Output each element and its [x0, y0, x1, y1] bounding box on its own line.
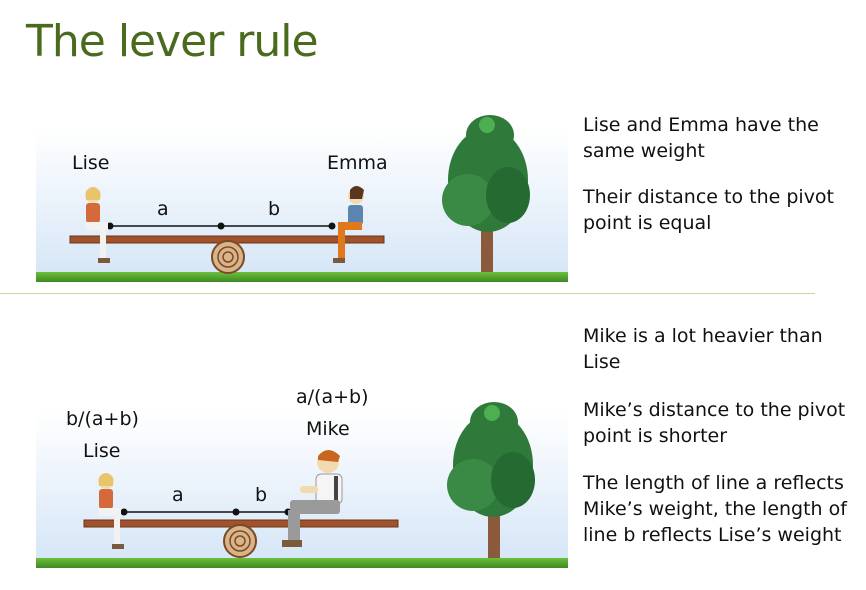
- grass-strip: [36, 558, 568, 568]
- panel2-text-1: Mike is a lot heavier than Lise: [583, 325, 823, 373]
- label-segment-a: a: [157, 198, 169, 220]
- point-left: [106, 222, 114, 230]
- point-pivot: [232, 508, 240, 516]
- mike-figure: [282, 450, 343, 547]
- pivot-log: [211, 240, 245, 274]
- label-mike: Mike: [306, 418, 350, 440]
- panel2-text-2: Mike’s distance to the pivot point is sh…: [583, 399, 846, 447]
- label-emma: Emma: [327, 152, 388, 174]
- page-title: The lever rule: [26, 16, 319, 67]
- emma-figure: [333, 186, 364, 263]
- lise-figure: [98, 473, 124, 549]
- grass-strip: [36, 272, 568, 282]
- label-lise: Lise: [83, 440, 121, 462]
- point-right: [328, 222, 336, 230]
- label-segment-b: b: [255, 484, 268, 506]
- tree-illustration: [447, 402, 535, 558]
- panel1-text-2: Their distance to the pivot point is equ…: [583, 186, 835, 234]
- point-pivot: [217, 222, 225, 230]
- point-left: [120, 508, 128, 516]
- label-lise-fraction: b/(a+b): [66, 408, 139, 430]
- tree-illustration: [442, 115, 530, 272]
- label-segment-a: a: [172, 484, 184, 506]
- section-divider: [0, 293, 815, 294]
- label-lise: Lise: [72, 152, 110, 174]
- pivot-log: [223, 524, 257, 558]
- label-segment-b: b: [268, 198, 281, 220]
- panel1-text-1: Lise and Emma have the same weight: [583, 114, 819, 162]
- lise-figure: [85, 187, 110, 263]
- label-mike-fraction: a/(a+b): [296, 386, 369, 408]
- panel2-text-3: The length of line a reflects Mike’s wei…: [583, 472, 847, 546]
